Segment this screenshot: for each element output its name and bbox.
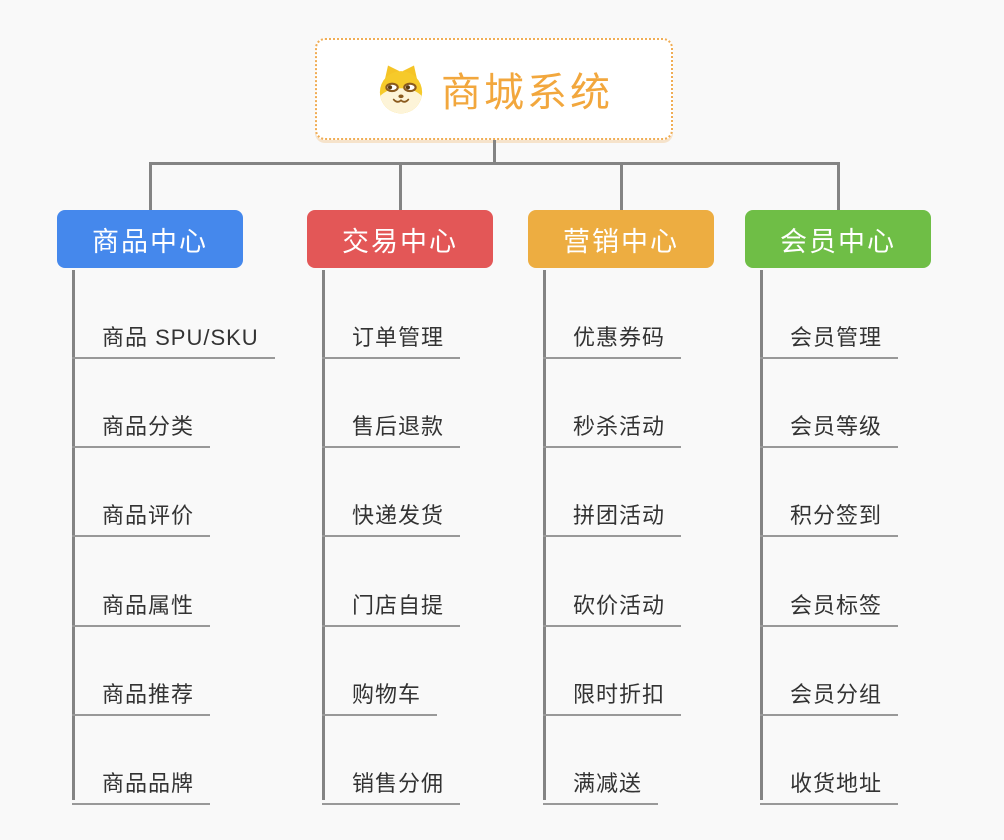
node-item-member-center-3[interactable]: 会员标签	[760, 580, 899, 627]
branch-header-marketing-center[interactable]: 营销中心	[528, 210, 714, 268]
node-item-trade-center-4[interactable]: 购物车	[322, 669, 438, 716]
node-item-product-center-2[interactable]: 商品评价	[72, 490, 211, 537]
node-item-trade-center-0[interactable]: 订单管理	[322, 312, 461, 359]
dog-face-icon	[375, 63, 427, 115]
connector-drop-trade-center	[399, 162, 402, 210]
connector-drop-product-center	[149, 162, 152, 210]
branch-header-product-center[interactable]: 商品中心	[57, 210, 243, 268]
connector-drop-marketing-center	[620, 162, 623, 210]
branch-header-member-center[interactable]: 会员中心	[745, 210, 931, 268]
root-title: 商城系统	[441, 71, 613, 115]
node-item-product-center-5[interactable]: 商品品牌	[72, 758, 211, 805]
node-item-trade-center-5[interactable]: 销售分佣	[322, 758, 461, 805]
node-item-trade-center-3[interactable]: 门店自提	[322, 580, 461, 627]
node-item-marketing-center-2[interactable]: 拼团活动	[543, 490, 682, 537]
node-item-marketing-center-3[interactable]: 砍价活动	[543, 580, 682, 627]
node-item-product-center-4[interactable]: 商品推荐	[72, 669, 211, 716]
connector-drop-member-center	[837, 162, 840, 210]
node-item-trade-center-1[interactable]: 售后退款	[322, 401, 461, 448]
node-item-member-center-0[interactable]: 会员管理	[760, 312, 899, 359]
node-item-marketing-center-4[interactable]: 限时折扣	[543, 669, 682, 716]
node-item-member-center-4[interactable]: 会员分组	[760, 669, 899, 716]
node-item-product-center-1[interactable]: 商品分类	[72, 401, 211, 448]
node-item-marketing-center-1[interactable]: 秒杀活动	[543, 401, 682, 448]
node-item-marketing-center-5[interactable]: 满减送	[543, 758, 659, 805]
connector-horizontal-bar	[149, 162, 840, 165]
connector-root-down	[493, 140, 496, 163]
root-node[interactable]: 商城系统	[315, 38, 673, 140]
node-item-member-center-5[interactable]: 收货地址	[760, 758, 899, 805]
node-item-trade-center-2[interactable]: 快递发货	[322, 490, 461, 537]
node-item-marketing-center-0[interactable]: 优惠券码	[543, 312, 682, 359]
branch-header-trade-center[interactable]: 交易中心	[307, 210, 493, 268]
node-item-member-center-1[interactable]: 会员等级	[760, 401, 899, 448]
node-item-product-center-3[interactable]: 商品属性	[72, 580, 211, 627]
node-item-member-center-2[interactable]: 积分签到	[760, 490, 899, 537]
node-item-product-center-0[interactable]: 商品 SPU/SKU	[72, 312, 275, 359]
